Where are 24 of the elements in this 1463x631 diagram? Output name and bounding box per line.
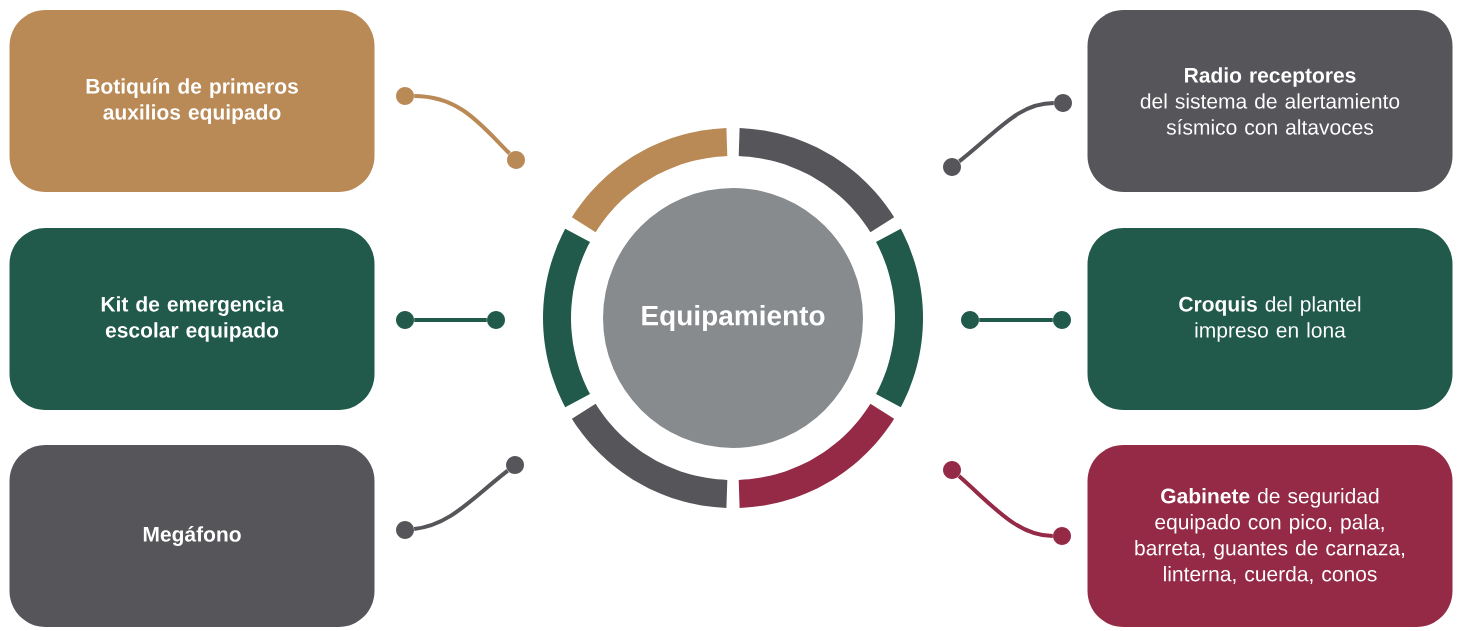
connector-dot bbox=[961, 311, 979, 329]
item-box: Gabinete de seguridad equipado con pico, pala, barreta, guantes de carnaza, linterna, cuerda, conos bbox=[1087, 445, 1453, 627]
connector-dot bbox=[943, 158, 961, 176]
connector-dot bbox=[1053, 311, 1071, 329]
connector-dot bbox=[396, 521, 414, 539]
item-box: Megáfono bbox=[9, 445, 375, 627]
connector bbox=[957, 474, 1053, 538]
connector bbox=[958, 101, 1054, 163]
connector-dot bbox=[1053, 527, 1071, 545]
connector-dot bbox=[507, 151, 525, 169]
connector bbox=[413, 469, 509, 531]
connector-dot bbox=[506, 456, 524, 474]
connector-dot bbox=[396, 311, 414, 329]
item-box: Radio receptores del sistema de alertamiento sísmico con altavoces bbox=[1087, 10, 1453, 192]
item-box: Croquis del plantel impreso en lona bbox=[1087, 228, 1453, 410]
connector-dot bbox=[943, 461, 961, 479]
connector bbox=[414, 94, 511, 155]
connector-dot bbox=[396, 87, 414, 105]
connector bbox=[414, 318, 487, 322]
item-box: Botiquín de primeros auxilios equipado bbox=[9, 10, 375, 192]
item-box: Kit de emergencia escolar equipado bbox=[9, 228, 375, 410]
connector-dot bbox=[487, 311, 505, 329]
connector bbox=[979, 318, 1053, 322]
connector-dot bbox=[1054, 94, 1072, 112]
